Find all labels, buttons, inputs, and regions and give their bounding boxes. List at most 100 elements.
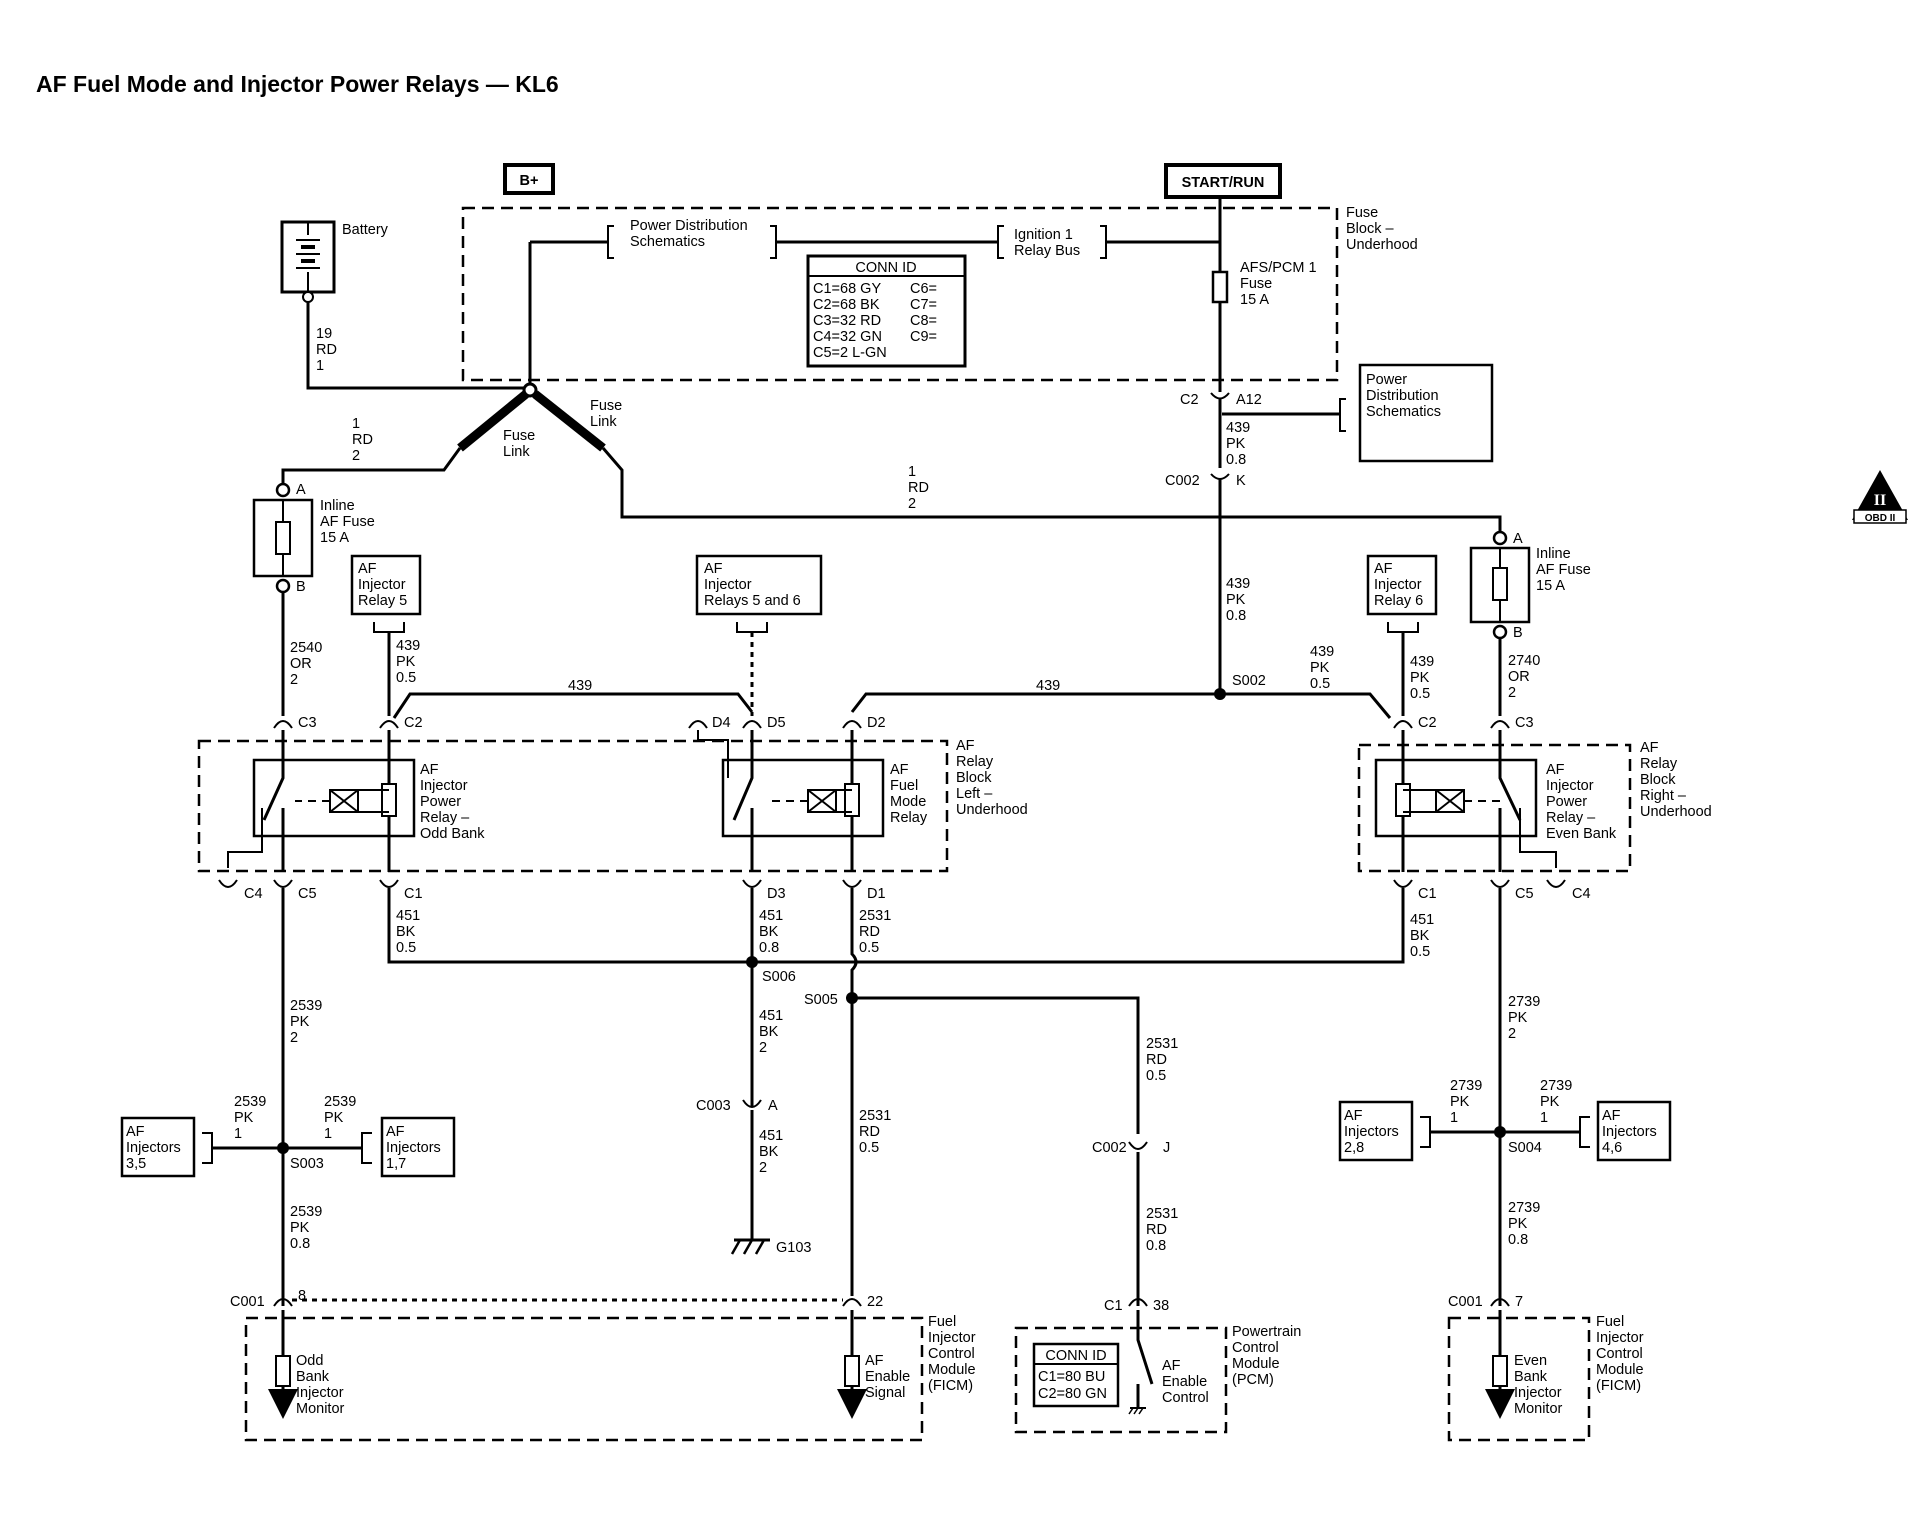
conn-a12-label: A12 <box>1236 392 1262 408</box>
even-relay-label: AF Injector Power Relay – Even Bank <box>1546 762 1617 842</box>
conn-d1: D1 <box>867 886 886 902</box>
svg-text:(FICM): (FICM) <box>1596 1378 1641 1394</box>
fuse-link-right <box>532 390 606 452</box>
svg-text:C7=: C7= <box>910 297 937 313</box>
relay-bottom-connectors <box>218 879 1566 888</box>
svg-text:1: 1 <box>234 1126 242 1142</box>
wire-2539-bottom-label: 2539 PK 0.8 <box>290 1204 322 1252</box>
svg-text:Inline: Inline <box>320 498 355 514</box>
wire-451-d3-label: 451 BK 0.8 <box>759 908 783 956</box>
svg-text:0.5: 0.5 <box>396 940 416 956</box>
inj-17-ref: AF Injectors 1,7 <box>361 1116 456 1178</box>
right-fuse-a-label: A <box>1513 531 1523 547</box>
svg-text:PK: PK <box>1310 660 1330 676</box>
ground-g103-label: G103 <box>776 1240 811 1256</box>
svg-text:2: 2 <box>759 1040 767 1056</box>
svg-text:1: 1 <box>316 358 324 374</box>
svg-text:RD: RD <box>352 432 373 448</box>
svg-text:OR: OR <box>1508 669 1530 685</box>
svg-text:PK: PK <box>324 1110 344 1126</box>
inj-28-ref: AF Injectors 2,8 <box>1338 1100 1431 1162</box>
svg-text:1,7: 1,7 <box>386 1156 406 1172</box>
svg-text:PK: PK <box>1508 1216 1528 1232</box>
wire-439-bus-left <box>392 692 754 719</box>
svg-text:0.8: 0.8 <box>759 940 779 956</box>
svg-text:2531: 2531 <box>859 1108 891 1124</box>
svg-text:Relay Bus: Relay Bus <box>1014 243 1080 259</box>
svg-text:Injector: Injector <box>420 778 468 794</box>
svg-text:1: 1 <box>324 1126 332 1142</box>
svg-text:2: 2 <box>290 1030 298 1046</box>
svg-text:AF: AF <box>386 1124 405 1140</box>
svg-text:AF: AF <box>1344 1108 1363 1124</box>
afs-pcm-fuse <box>1211 270 1229 304</box>
af-enable-signal <box>837 1310 867 1419</box>
conn-pin-38: 38 <box>1153 1298 1169 1314</box>
svg-text:Injector: Injector <box>928 1330 976 1346</box>
svg-text:Injector: Injector <box>1596 1330 1644 1346</box>
ignition-relay-reference: Ignition 1 Relay Bus <box>997 225 1107 259</box>
svg-text:BK: BK <box>1410 928 1430 944</box>
splice-s003-label: S003 <box>290 1156 324 1172</box>
left-fuse-label: Inline AF Fuse 15 A <box>320 498 375 546</box>
svg-text:1: 1 <box>1540 1110 1548 1126</box>
svg-text:0.5: 0.5 <box>859 940 879 956</box>
wire-451-right-label: 451 BK 0.5 <box>1410 912 1434 960</box>
svg-text:Injector: Injector <box>1514 1385 1562 1401</box>
left-inline-fuse <box>252 498 314 578</box>
wire-439-bus-right <box>850 692 1392 719</box>
svg-text:PK: PK <box>1508 1010 1528 1026</box>
svg-text:II: II <box>1874 492 1886 509</box>
svg-text:2540: 2540 <box>290 640 322 656</box>
conn-c003-a-label: A <box>768 1098 778 1114</box>
svg-text:451: 451 <box>759 1008 783 1024</box>
svg-text:439: 439 <box>1226 420 1250 436</box>
svg-text:451: 451 <box>759 908 783 924</box>
svg-text:Injector: Injector <box>1546 778 1594 794</box>
pds-reference-1: Power Distribution Schematics <box>607 218 777 259</box>
svg-text:Relays 5 and 6: Relays 5 and 6 <box>704 593 801 609</box>
wire-2531-to-pcm <box>852 996 1140 1134</box>
left-fuse-pin-a <box>275 482 291 498</box>
conn-c001-right-label: C001 <box>1448 1294 1483 1310</box>
svg-text:RD: RD <box>1146 1052 1167 1068</box>
conn-d4: D4 <box>712 715 731 731</box>
svg-text:Control: Control <box>1162 1390 1209 1406</box>
pcm-label: Powertrain Control Module (PCM) <box>1232 1324 1301 1388</box>
svg-text:Injector: Injector <box>358 577 406 593</box>
wire-2739-bottom-label: 2739 PK 0.8 <box>1508 1200 1540 1248</box>
relay-block-right-box <box>1357 743 1632 873</box>
splice-s006 <box>746 956 758 968</box>
svg-text:Inline: Inline <box>1536 546 1571 562</box>
svg-text:BK: BK <box>759 1024 779 1040</box>
svg-text:PK: PK <box>1450 1094 1470 1110</box>
svg-text:439: 439 <box>396 638 420 654</box>
svg-text:Fuse: Fuse <box>1346 205 1378 221</box>
wire-2531-d1-label: 2531 RD 0.5 <box>859 908 891 956</box>
conn-c2-label: C2 <box>1180 392 1199 408</box>
svg-text:Link: Link <box>503 444 530 460</box>
svg-text:START/RUN: START/RUN <box>1182 175 1265 191</box>
svg-text:439: 439 <box>1410 654 1434 670</box>
conn-d5: D5 <box>767 715 786 731</box>
svg-text:2: 2 <box>759 1160 767 1176</box>
ficm-left-label: Fuel Injector Control Module (FICM) <box>928 1314 976 1394</box>
wire-1rd-left <box>281 447 462 490</box>
svg-text:2739: 2739 <box>1450 1078 1482 1094</box>
wire-1rd-left-label: 1 RD 2 <box>352 416 373 464</box>
svg-text:C4=32 GN: C4=32 GN <box>813 329 882 345</box>
svg-text:RD: RD <box>859 1124 880 1140</box>
relay-block-right-label: AF Relay Block Right – Underhood <box>1640 740 1712 820</box>
battery-wire <box>306 302 530 390</box>
conn-c1-left: C1 <box>404 886 423 902</box>
svg-text:AF: AF <box>1374 561 1393 577</box>
connector-c001-left-8 <box>273 1298 293 1307</box>
svg-text:RD: RD <box>316 342 337 358</box>
inj-35-ref: AF Injectors 3,5 <box>120 1116 213 1178</box>
svg-text:Right –: Right – <box>1640 788 1687 804</box>
svg-text:RD: RD <box>859 924 880 940</box>
conn-c1-pcm-label: C1 <box>1104 1298 1123 1314</box>
wire-2539-left-label: 2539 PK 1 <box>234 1094 266 1142</box>
wire-439-relay5-label: 439 PK 0.5 <box>396 638 420 686</box>
